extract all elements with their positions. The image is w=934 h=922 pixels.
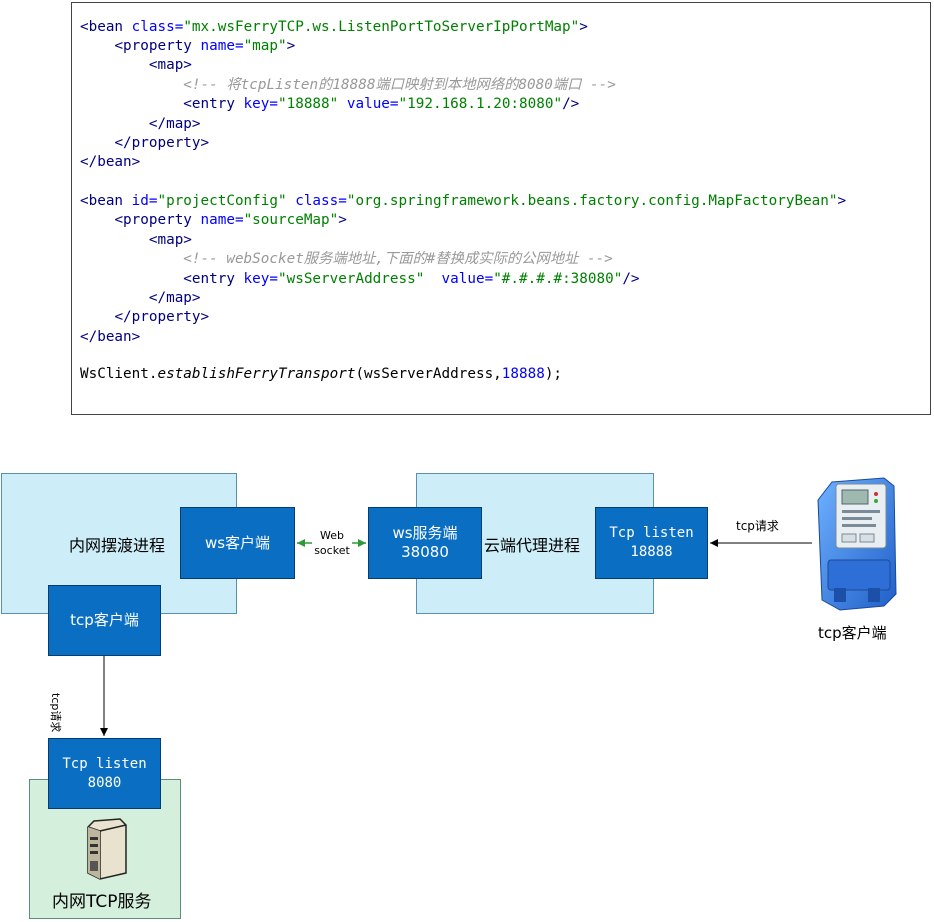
code-line: </bean> [80, 153, 140, 171]
code-line: <entry key="wsServerAddress" value="#.#.… [80, 270, 640, 288]
code-comment: <!-- 将tcpListen的18888端口映射到本地网络的8080端口 --… [183, 77, 616, 93]
code-token: </property> [114, 135, 210, 151]
intranet-ferry-process-label: 内网摆渡进程 [69, 536, 166, 555]
electric-meter-icon [814, 476, 898, 612]
code-token: name= [191, 38, 244, 54]
tcp-listen-18888-box: Tcp listen 18888 [595, 507, 708, 579]
code-line: <!-- 将tcpListen的18888端口映射到本地网络的8080端口 --… [80, 76, 616, 94]
tcp-listen-port: 18888 [630, 544, 673, 560]
code-token: "projectConfig" [157, 193, 287, 209]
code-token: /> [622, 271, 640, 287]
code-token: (wsServerAddress, [355, 366, 502, 382]
code-token: <bean [80, 193, 124, 209]
code-token: "18888" [278, 96, 339, 112]
code-token: 18888 [501, 366, 545, 382]
tcp-request-right-label: tcp请求 [736, 519, 779, 533]
code-line: </map> [80, 115, 201, 133]
ws-client-box: ws客户端 [180, 507, 295, 579]
code-token: value= [338, 96, 399, 112]
code-token: key= [234, 96, 278, 112]
code-token: class= [286, 193, 347, 209]
code-token: <entry [183, 271, 235, 287]
code-line: <!-- webSocket服务端地址,下面的#替换成实际的公网地址 --> [80, 250, 613, 268]
code-token: > [837, 193, 847, 209]
code-token: "192.168.1.20:8080" [398, 96, 563, 112]
intranet-tcp-service-label: 内网TCP服务 [52, 892, 152, 912]
code-token: "org.springframework.beans.factory.confi… [346, 193, 838, 209]
ws-client-label: ws客户端 [204, 533, 271, 552]
code-line: </property> [80, 308, 209, 326]
code-comment: <!-- webSocket服务端地址,下面的#替换成实际的公网地址 --> [183, 251, 613, 267]
code-token: > [579, 19, 588, 35]
code-token: <map> [148, 57, 192, 73]
websocket-label-line1: Web [320, 529, 344, 542]
code-line: <map> [80, 56, 192, 74]
code-token: <property [114, 38, 192, 54]
ws-server-label: ws服务端 [392, 524, 458, 542]
code-line: </property> [80, 134, 209, 152]
code-token: </property> [114, 309, 210, 325]
code-line: WsClient.establishFerryTransport(wsServe… [80, 365, 562, 383]
code-line: <bean class="mx.wsFerryTCP.ws.ListenPort… [80, 18, 588, 36]
tcp-listen-label: Tcp listen [62, 755, 147, 772]
code-token: <property [114, 212, 192, 228]
tcp-listen-8080-box: Tcp listen 8080 [48, 738, 161, 809]
code-token: <map> [148, 232, 192, 248]
code-token: ); [544, 366, 563, 382]
code-token: value= [424, 271, 494, 287]
code-line: <property name="sourceMap"> [80, 211, 347, 229]
code-token: > [338, 212, 347, 228]
code-token: > [286, 38, 296, 54]
code-token: "#.#.#.#:38080" [493, 271, 623, 287]
code-token: id= [123, 193, 158, 209]
code-token: "mx.wsFerryTCP.ws.ListenPortToServerIpPo… [183, 19, 580, 35]
code-token: WsClient. [80, 366, 158, 382]
code-line: <bean id="projectConfig" class="org.spri… [80, 192, 846, 210]
code-token: class= [123, 19, 184, 35]
code-token: <entry [183, 96, 235, 112]
code-snippet-box: <bean class="mx.wsFerryTCP.ws.ListenPort… [71, 2, 931, 415]
code-token: key= [234, 271, 278, 287]
websocket-label-line2: socket [314, 544, 350, 557]
websocket-label: Web socket [314, 528, 350, 558]
code-token: <bean [80, 19, 124, 35]
tcp-listen-label: Tcp listen [609, 525, 694, 541]
cloud-proxy-process-label: 云端代理进程 [484, 536, 581, 555]
code-token: "map" [243, 38, 287, 54]
code-line: </bean> [80, 328, 140, 346]
code-token: name= [191, 212, 244, 228]
tcp-client-box: tcp客户端 [48, 585, 161, 656]
meter-caption: tcp客户端 [818, 624, 887, 642]
code-token: /> [562, 96, 580, 112]
code-line: <map> [80, 231, 192, 249]
code-token: </map> [148, 116, 201, 132]
code-token: "wsServerAddress" [278, 271, 425, 287]
tcp-client-label: tcp客户端 [70, 611, 139, 629]
code-token: </map> [148, 290, 201, 306]
ws-server-port: 38080 [401, 543, 449, 561]
code-token: establishFerryTransport [157, 366, 356, 382]
server-icon [80, 817, 130, 881]
code-token: "sourceMap" [243, 212, 339, 228]
code-line: <property name="map"> [80, 37, 295, 55]
code-line: <entry key="18888" value="192.168.1.20:8… [80, 95, 579, 113]
ws-server-box: ws服务端 38080 [368, 507, 482, 579]
tcp-listen-port: 8080 [87, 774, 122, 791]
code-line: </map> [80, 289, 201, 307]
code-token: </bean> [80, 154, 141, 170]
code-token: </bean> [80, 329, 141, 345]
